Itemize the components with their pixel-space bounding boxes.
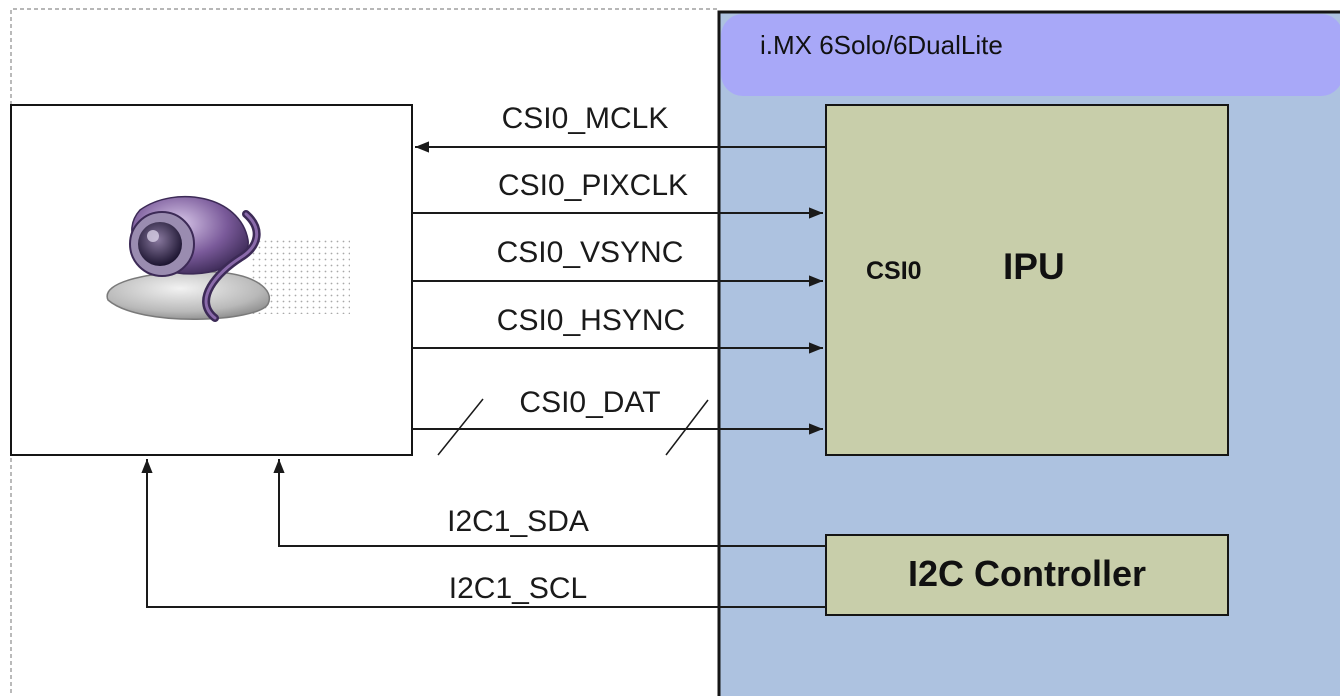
mclk-label: CSI0_MCLK [502, 102, 669, 135]
vsync-label: CSI0_VSYNC [497, 236, 684, 269]
pixclk-label: CSI0_PIXCLK [498, 169, 688, 202]
csi0-port-label: CSI0 [866, 257, 922, 285]
signal-vsync: CSI0_VSYNC [412, 236, 823, 287]
dat-bus-slash-left [437, 398, 484, 456]
signal-mclk: CSI0_MCLK [415, 102, 826, 153]
imx-chip-header [721, 14, 1340, 96]
signal-pixclk: CSI0_PIXCLK [412, 169, 823, 219]
i2c-controller-block: I2C Controller [825, 534, 1229, 616]
i2c-controller-body [825, 534, 1229, 616]
sda-label: I2C1_SDA [447, 505, 589, 538]
i2c-controller-title: I2C Controller [908, 553, 1146, 594]
signal-dat: CSI0_DAT [412, 386, 823, 456]
dat-bus-slash-right [665, 399, 709, 456]
dat-label: CSI0_DAT [519, 386, 660, 419]
signal-hsync: CSI0_HSYNC [412, 304, 823, 354]
chip-title: i.MX 6Solo/6DualLite [760, 30, 1003, 60]
ipu-block: CSI0 IPU [825, 104, 1229, 456]
webcam-icon [106, 195, 350, 322]
scl-arrow [141, 459, 826, 608]
scl-label: I2C1_SCL [449, 572, 587, 605]
sda-arrow [273, 459, 826, 547]
ipu-block-body [825, 104, 1229, 456]
ipu-title: IPU [1003, 246, 1065, 287]
signal-scl: I2C1_SCL [141, 459, 826, 608]
board-outline [10, 8, 718, 693]
hsync-label: CSI0_HSYNC [497, 304, 685, 337]
camera-sensor-box [10, 104, 413, 456]
signal-sda: I2C1_SDA [273, 459, 826, 547]
